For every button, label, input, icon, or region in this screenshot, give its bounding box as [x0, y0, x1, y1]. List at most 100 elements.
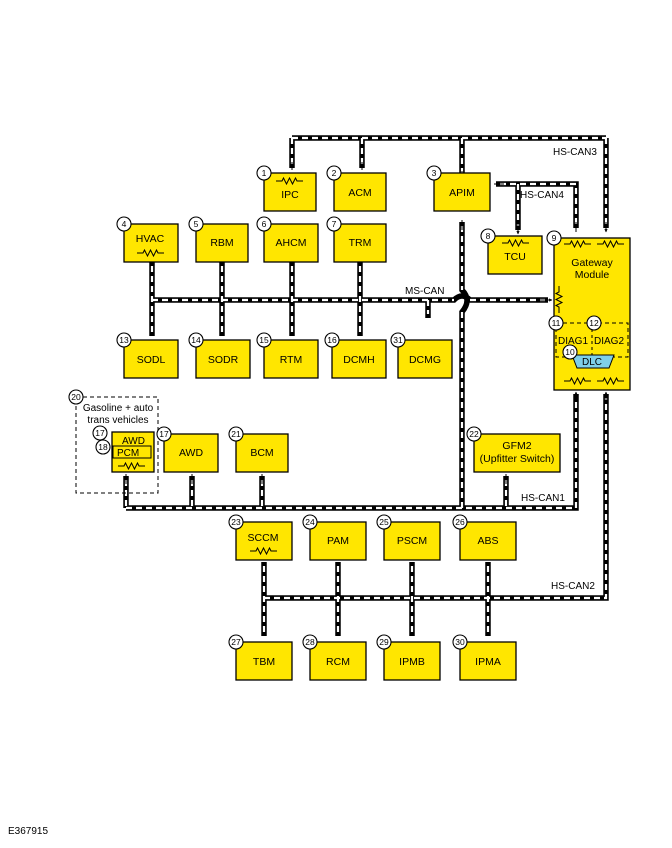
svg-text:3: 3 — [432, 168, 437, 178]
dcmh-label: DCMH — [343, 354, 375, 366]
sccm-module: SCCM — [235, 521, 293, 561]
ms-can-label: MS-CAN — [405, 286, 444, 297]
rcm-module: RCM — [309, 641, 367, 681]
svg-text:31: 31 — [393, 335, 403, 345]
trm-label: TRM — [349, 237, 372, 249]
pscm-label: PSCM — [397, 535, 427, 547]
callout-21: 21 — [228, 426, 244, 442]
tcu-label: TCU — [504, 251, 526, 263]
tbm-label: TBM — [253, 656, 275, 668]
callout-9: 9 — [546, 230, 562, 246]
ipc-label: IPC — [281, 189, 299, 201]
gfm2-module: GFM2 (Upfitter Switch) — [473, 433, 561, 473]
svg-text:17: 17 — [159, 429, 169, 439]
ipma-label: IPMA — [475, 656, 501, 668]
awd-module: AWD — [163, 433, 219, 473]
svg-text:5: 5 — [194, 219, 199, 229]
svg-text:24: 24 — [305, 517, 315, 527]
dcmh-module: DCMH — [331, 339, 387, 379]
diag1-label: DIAG1 — [558, 336, 588, 347]
gasoline-label: Gasoline + auto — [83, 403, 154, 414]
callout-16: 16 — [324, 332, 340, 348]
hs-can3-label: HS-CAN3 — [553, 147, 597, 158]
callout-7: 7 — [326, 216, 342, 232]
svg-text:17: 17 — [95, 428, 105, 438]
hs-can3-bus — [289, 135, 606, 232]
ipma-module: IPMA — [459, 641, 517, 681]
svg-text:13: 13 — [119, 335, 129, 345]
callout-11: 11 — [548, 315, 564, 331]
gasoline-label-2: trans vehicles — [87, 415, 148, 426]
ipmb-module: IPMB — [383, 641, 441, 681]
callout-10: 10 — [562, 344, 578, 360]
trm-module: TRM — [333, 223, 387, 263]
svg-text:11: 11 — [552, 318, 561, 328]
sodr-label: SODR — [208, 354, 239, 366]
callout-1: 1 — [256, 165, 272, 181]
abs-module: ABS — [459, 521, 517, 561]
hs-can2-label: HS-CAN2 — [551, 581, 595, 592]
ipmb-label: IPMB — [399, 656, 425, 668]
svg-text:23: 23 — [231, 517, 241, 527]
pscm-module: PSCM — [383, 521, 441, 561]
dcmg-label: DCMG — [409, 354, 441, 366]
rbm-module: RBM — [195, 223, 249, 263]
svg-text:14: 14 — [191, 335, 201, 345]
svg-text:1: 1 — [262, 168, 267, 178]
svg-text:29: 29 — [379, 637, 389, 647]
callout-28: 28 — [302, 634, 318, 650]
ahcm-label: AHCM — [276, 237, 307, 249]
bcm-module: BCM — [235, 433, 289, 473]
callout-30: 30 — [452, 634, 468, 650]
hs-can1-bus — [123, 220, 576, 511]
callout-13: 13 — [116, 332, 132, 348]
callout-15: 15 — [256, 332, 272, 348]
svg-text:25: 25 — [379, 517, 389, 527]
pcm-label: AWD — [122, 436, 145, 447]
callout-26: 26 — [452, 514, 468, 530]
callout-31: 31 — [390, 332, 406, 348]
dlc-connector — [571, 354, 615, 369]
gateway-label-2: Module — [575, 269, 610, 281]
callout-22: 22 — [466, 426, 482, 442]
callout-19: 18 — [95, 439, 111, 455]
callout-20: 20 — [68, 389, 84, 405]
acm-label: ACM — [348, 187, 371, 199]
svg-text:18: 18 — [98, 442, 108, 452]
svg-text:4: 4 — [122, 219, 127, 229]
callout-29: 29 — [376, 634, 392, 650]
diag2-label: DIAG2 — [594, 336, 624, 347]
tbm-module: TBM — [235, 641, 293, 681]
callout-12: 12 — [586, 315, 602, 331]
svg-text:7: 7 — [332, 219, 337, 229]
rtm-label: RTM — [280, 354, 303, 366]
hvac-module: HVAC — [123, 223, 179, 263]
svg-text:26: 26 — [455, 517, 465, 527]
svg-text:22: 22 — [469, 429, 479, 439]
svg-text:10: 10 — [565, 347, 575, 357]
tcu-module: TCU — [487, 235, 543, 275]
abs-label: ABS — [477, 535, 498, 547]
acm-module: ACM — [333, 172, 387, 212]
callout-5: 5 — [188, 216, 204, 232]
pam-module: PAM — [309, 521, 367, 561]
gfm2-label-2: (Upfitter Switch) — [480, 453, 555, 465]
callout-25: 25 — [376, 514, 392, 530]
sodl-label: SODL — [137, 354, 166, 366]
svg-text:28: 28 — [305, 637, 315, 647]
svg-text:6: 6 — [262, 219, 267, 229]
ahcm-module: AHCM — [263, 223, 319, 263]
rbm-label: RBM — [210, 237, 233, 249]
svg-text:8: 8 — [486, 231, 491, 241]
gateway-module: Gateway Module DIAG1 DIAG2 DLC — [553, 237, 631, 391]
hs-can4-bus — [494, 181, 579, 234]
hvac-label: HVAC — [136, 233, 165, 245]
callout-6: 6 — [256, 216, 272, 232]
svg-text:20: 20 — [71, 392, 81, 402]
gasoline-auto-trans-group — [75, 396, 159, 494]
svg-text:15: 15 — [259, 335, 269, 345]
callout-17: 17 — [156, 426, 172, 442]
svg-text:27: 27 — [231, 637, 241, 647]
dcmg-module: DCMG — [397, 339, 453, 379]
